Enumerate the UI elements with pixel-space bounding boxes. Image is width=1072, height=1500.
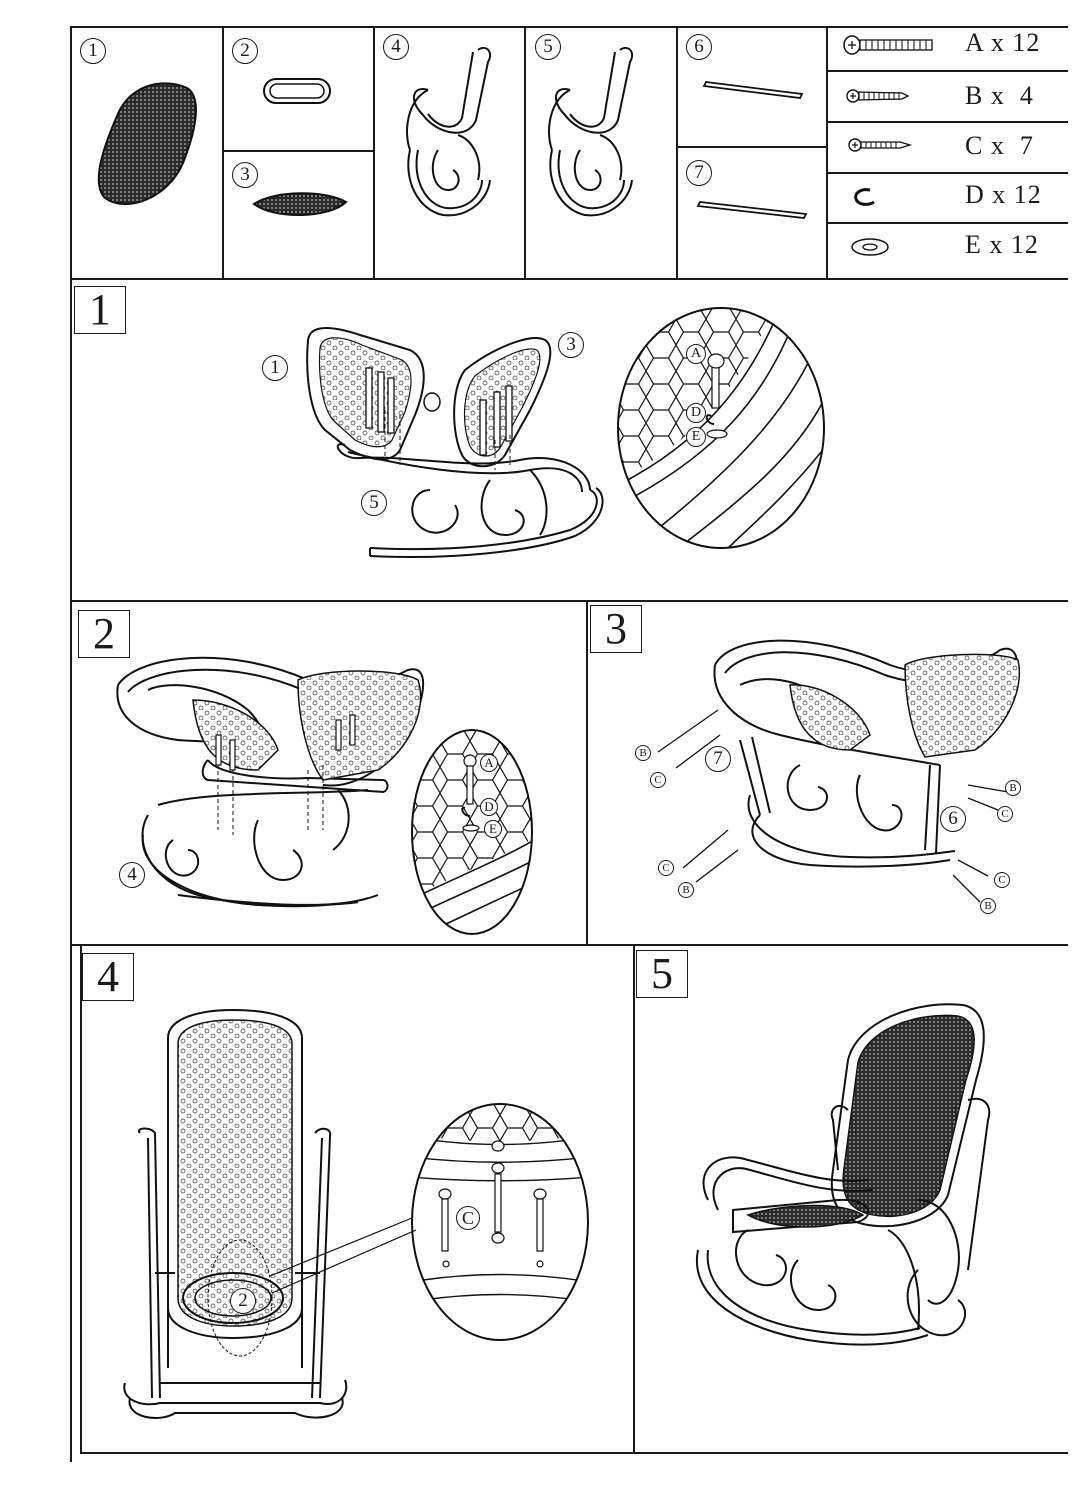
- callout-part-6: 6: [940, 806, 966, 832]
- callout-part-5: 5: [361, 490, 387, 516]
- screw-medium-icon: [846, 89, 910, 103]
- part-number-2: 2: [232, 38, 258, 64]
- step-4-chair-front-drawing: [123, 1008, 417, 1419]
- step-number-4: 4: [82, 953, 134, 1001]
- screw-label-b: B: [678, 882, 694, 898]
- step-5-finished-chair-drawing: [695, 1003, 991, 1346]
- step-number-2: 2: [78, 610, 130, 658]
- screw-short-icon: [848, 138, 913, 152]
- screw-label-c: C: [994, 872, 1010, 888]
- step-2-detail-view: [411, 729, 533, 935]
- detail-label-e: E: [484, 820, 502, 838]
- part-number-1: 1: [80, 38, 106, 64]
- flat-washer-icon: [851, 238, 889, 256]
- hardware-label-c: C x 7: [965, 131, 1034, 160]
- detail-label-d: D: [686, 403, 706, 423]
- screw-label-b: B: [1005, 780, 1021, 796]
- screw-label-b: B: [635, 745, 651, 761]
- step-3-assembly-drawing: [713, 639, 1021, 868]
- screw-label-b: B: [980, 898, 996, 914]
- step-number-1: 1: [74, 286, 126, 334]
- step-1-assembly-drawing: [306, 327, 604, 558]
- detail-label-a: A: [480, 754, 498, 772]
- step-4-detail-view: [411, 1103, 589, 1341]
- back-cane-panel-image: [97, 82, 197, 206]
- hardware-label-b: B x 4: [965, 81, 1034, 110]
- step-3-screw-set: [657, 709, 1009, 903]
- hardware-label-e: E x 12: [965, 230, 1039, 259]
- step-2-assembly-drawing: [116, 656, 425, 908]
- part-number-7: 7: [686, 160, 712, 186]
- side-frame-image: [548, 46, 634, 217]
- step-number-3: 3: [590, 605, 642, 653]
- side-frame-image: [406, 46, 492, 217]
- rail-6-image: [702, 81, 804, 99]
- hardware-label-d: D x 12: [965, 180, 1042, 209]
- screw-label-c: C: [658, 860, 674, 876]
- screw-long-icon: [843, 35, 933, 55]
- part-number-6: 6: [686, 34, 712, 60]
- hardware-label-a: A x 12: [965, 28, 1041, 57]
- detail-label-d: D: [480, 798, 498, 816]
- oval-ring-image: [263, 78, 331, 104]
- spring-washer-icon: [854, 188, 875, 206]
- step-number-5: 5: [636, 950, 688, 998]
- detail-label-c: C: [456, 1206, 480, 1230]
- screw-label-c: C: [997, 806, 1013, 822]
- detail-label-a: A: [686, 344, 706, 364]
- callout-part-4: 4: [119, 862, 145, 888]
- callout-part-3: 3: [558, 332, 584, 358]
- callout-part-2: 2: [230, 1288, 256, 1314]
- callout-part-7: 7: [705, 746, 731, 772]
- part-number-5: 5: [535, 34, 561, 60]
- part-number-4: 4: [383, 34, 409, 60]
- step-1-detail-view: [617, 307, 825, 549]
- seat-cane-panel-image: [252, 192, 348, 217]
- screw-label-c: C: [650, 772, 666, 788]
- part-number-3: 3: [232, 162, 258, 188]
- rail-7-image: [696, 201, 808, 219]
- detail-label-e: E: [686, 427, 706, 447]
- callout-part-1: 1: [262, 355, 288, 381]
